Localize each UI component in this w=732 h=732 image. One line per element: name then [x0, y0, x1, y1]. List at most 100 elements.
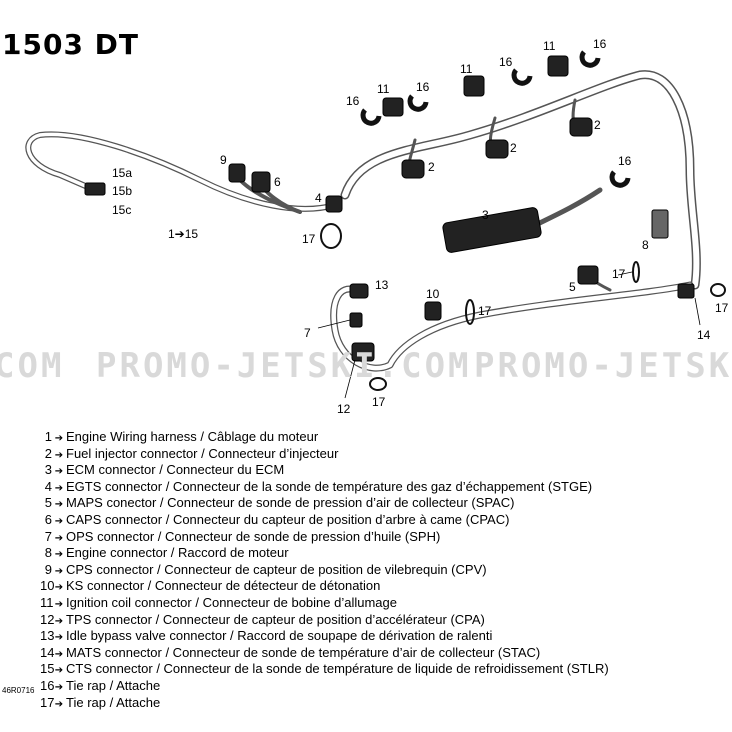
legend-item: 5➔MAPS conector / Connecteur de sonde de… — [40, 496, 730, 513]
connector-11-b — [463, 75, 485, 97]
tie-rap-16-a — [360, 108, 382, 126]
legend-item-number: 11 — [40, 594, 54, 610]
callout-16-b: 16 — [416, 80, 430, 94]
callout-12: 12 — [337, 402, 351, 416]
legend-item-number: 8 — [44, 545, 52, 561]
tie-rap-16-c — [511, 68, 533, 86]
callout-17-a: 17 — [302, 232, 316, 246]
tie-rap-17-b — [632, 261, 640, 283]
arrow-icon: ➔ — [54, 598, 64, 610]
legend-item-number: 4 — [44, 478, 52, 494]
legend-item: 3➔ECM connector / Connecteur du ECM — [40, 462, 730, 480]
callout-2-c: 2 — [594, 118, 601, 132]
connector-2-c — [569, 117, 593, 137]
legend-item-number: 15 — [40, 661, 55, 677]
callout-11-a: 11 — [377, 82, 390, 96]
legend-item-number: 14 — [40, 644, 55, 660]
legend-item-number: 1 — [44, 429, 52, 444]
arrow-icon: ➔ — [54, 549, 64, 561]
watermark-center: PROMO-JETSKI.COM — [96, 346, 472, 386]
tie-rap-17-a — [320, 223, 342, 249]
callout-11-c: 11 — [543, 39, 556, 53]
callout-13: 13 — [375, 278, 389, 292]
callout-16-a: 16 — [346, 94, 360, 108]
legend-item: 7➔OPS connector / Connecteur de sonde de… — [40, 528, 730, 547]
arrow-icon: ➔ — [54, 615, 64, 627]
legend-item-text: MATS connector / Connecteur de sonde de … — [66, 644, 541, 660]
tie-rap-16-d — [579, 50, 601, 68]
legend-item: 13➔Idle bypass valve connector / Raccord… — [40, 628, 730, 646]
legend-item-text: Engine Wiring harness / Câblage du moteu… — [66, 429, 319, 444]
page-title: 1503 DT — [2, 28, 140, 61]
connector-2-a — [401, 159, 425, 179]
callout-17-c: 17 — [715, 301, 729, 315]
legend-item: 4➔EGTS connector / Connecteur de la sond… — [40, 478, 730, 497]
arrow-icon: ➔ — [54, 433, 64, 444]
connector-10 — [424, 301, 442, 321]
legend-item: 11➔Ignition coil connector / Connecteur … — [40, 594, 730, 613]
callout-10: 10 — [426, 287, 440, 301]
connector-15 — [84, 182, 106, 196]
connector-9 — [228, 163, 246, 183]
arrow-icon: ➔ — [54, 532, 64, 544]
callout-15b: 15b — [112, 184, 133, 198]
legend-item: 2➔Fuel injector connector / Connecteur d… — [40, 445, 730, 464]
connector-5 — [577, 265, 599, 285]
tie-rap-16-e — [609, 170, 631, 188]
arrow-icon: ➔ — [54, 648, 64, 660]
legend-item-number: 9 — [44, 561, 52, 577]
callout-5: 5 — [569, 280, 576, 294]
callout-11-b: 11 — [460, 62, 473, 76]
callout-1: 1➔15 — [168, 227, 199, 241]
callout-2-b: 2 — [510, 141, 517, 155]
callout-8: 8 — [642, 238, 649, 252]
arrow-icon: ➔ — [54, 582, 64, 594]
legend-item-text: Tie rap / Attache — [66, 694, 161, 710]
connector-11-c — [547, 55, 569, 77]
arrow-icon: ➔ — [54, 565, 64, 577]
callout-15c: 15c — [112, 203, 132, 217]
callout-2-a: 2 — [428, 160, 435, 174]
connector-13 — [349, 283, 369, 299]
callout-9: 9 — [220, 153, 227, 167]
callout-17-e: 17 — [372, 395, 386, 409]
callout-15a: 15a — [112, 166, 133, 180]
legend-item-number: 5 — [44, 495, 52, 511]
legend-item-text: CTS connector / Connecteur de la sonde d… — [66, 661, 609, 677]
legend-item-text: Fuel injector connector / Connecteur d’i… — [66, 445, 339, 461]
arrow-icon: ➔ — [54, 466, 64, 478]
legend-item: 9➔CPS connector / Connecteur de capteur … — [40, 561, 730, 580]
legend-item-number: 7 — [44, 528, 52, 544]
legend-item-text: EGTS connector / Connecteur de la sonde … — [66, 478, 593, 494]
callout-14: 14 — [697, 328, 711, 342]
connector-11-a — [382, 97, 404, 117]
legend-item-number: 17 — [40, 694, 55, 710]
legend-item: 17➔Tie rap / Attache — [40, 694, 730, 713]
tie-rap-17-c — [710, 283, 726, 297]
connector-14 — [677, 283, 695, 299]
callout-17-d: 17 — [478, 304, 492, 318]
connector-6 — [251, 171, 271, 193]
arrow-icon: ➔ — [54, 698, 64, 710]
callout-4: 4 — [315, 191, 322, 205]
legend-item-number: 6 — [44, 511, 52, 527]
legend-item-text: CPS connector / Connecteur de capteur de… — [66, 561, 487, 577]
parts-legend: 1➔Engine Wiring harness / Câblage du mot… — [40, 429, 730, 713]
callout-3: 3 — [482, 208, 489, 222]
callout-6: 6 — [274, 175, 281, 189]
callout-17-b: 17 — [612, 267, 626, 281]
legend-item: 14➔MATS connector / Connecteur de sonde … — [40, 644, 730, 663]
arrow-icon: ➔ — [54, 499, 64, 511]
tie-rap-17-e — [369, 377, 387, 391]
callout-16-c: 16 — [499, 55, 513, 69]
watermark-left: COM — [0, 346, 65, 386]
legend-item-number: 16 — [40, 677, 55, 693]
ecm-connector-3 — [442, 207, 542, 253]
legend-item-number: 13 — [40, 628, 55, 644]
legend-item-text: Idle bypass valve connector / Raccord de… — [66, 628, 493, 644]
legend-item: 1➔Engine Wiring harness / Câblage du mot… — [40, 429, 730, 447]
tie-rap-16-b — [407, 94, 429, 112]
legend-item-number: 3 — [44, 462, 52, 478]
legend-item-number: 10 — [40, 578, 55, 594]
legend-item-text: ECM connector / Connecteur du ECM — [66, 462, 285, 478]
